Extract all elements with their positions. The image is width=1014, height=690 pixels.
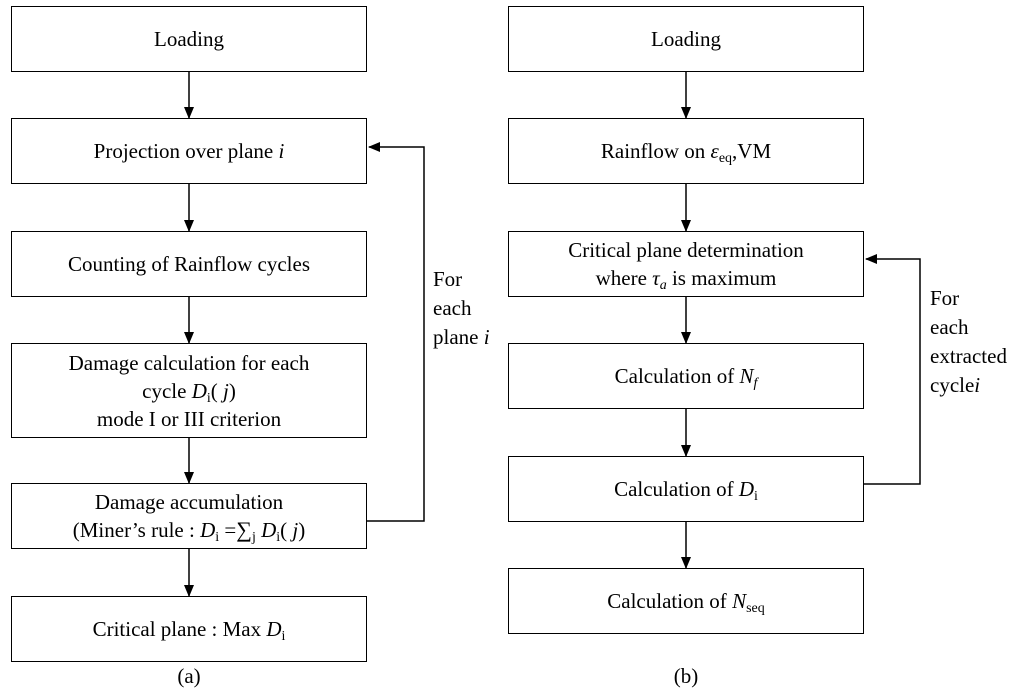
caption-b: (b)	[673, 664, 699, 688]
a-loading-label: Loading	[154, 27, 224, 51]
b-loop-line2: each	[930, 315, 969, 339]
b-nseq-label: Calculation of Nseq	[607, 589, 765, 616]
b-loop-line1: For	[930, 286, 960, 310]
a-projection-box: Projection over plane i	[11, 118, 367, 184]
b-nf-label: Calculation of Nf	[614, 364, 758, 391]
b-nseq-box: Calculation of Nseq	[508, 568, 864, 634]
a-projection-label: Projection over plane i	[93, 139, 285, 163]
a-damage-calc-line2: cycle Di( j)	[142, 378, 236, 406]
a-loop-line1: For	[433, 267, 463, 291]
b-critical-plane-box: Critical plane determination where τa is…	[508, 231, 864, 297]
caption-a: (a)	[177, 664, 201, 688]
a-loop-line3: plane i	[433, 325, 490, 349]
a-critical-label: Critical plane : Max Di	[92, 617, 286, 644]
b-loop-line4: cyclei	[930, 373, 981, 397]
a-damage-calc-box: Damage calculation for each cycle Di( j)…	[11, 343, 367, 438]
b-rainflow-label: Rainflow on εeq,VM	[600, 139, 772, 166]
b-nf-box: Calculation of Nf	[508, 343, 864, 409]
a-damage-calc-line1: Damage calculation for each	[68, 350, 310, 375]
a-loop-label: For each plane i	[433, 265, 490, 352]
loop-a-feedback	[367, 142, 425, 522]
b-loading-label: Loading	[651, 27, 721, 51]
b-rainflow-box: Rainflow on εeq,VM	[508, 118, 864, 184]
b-critical-plane-line1: Critical plane determination	[568, 238, 804, 262]
a-accumulation-line1: Damage accumulation	[94, 490, 284, 514]
a-counting-box: Counting of Rainflow cycles	[11, 231, 367, 297]
b-di-label: Calculation of Di	[614, 477, 758, 504]
b-loading-box: Loading	[508, 6, 864, 72]
a-loading-box: Loading	[11, 6, 367, 72]
b-loop-label: For each extracted cyclei	[930, 284, 1007, 400]
a-damage-calc-line3: mode I or III criterion	[96, 406, 282, 431]
a-loop-line2: each	[433, 296, 472, 320]
a-accumulation-box: Damage accumulation (Miner’s rule : Di =…	[11, 483, 367, 549]
b-loop-line3: extracted	[930, 344, 1007, 368]
a-accumulation-line2: (Miner’s rule : Di =∑j Di( j)	[72, 517, 306, 545]
b-di-box: Calculation of Di	[508, 456, 864, 522]
b-critical-plane-line2: where τa is maximum	[595, 266, 777, 293]
a-critical-box: Critical plane : Max Di	[11, 596, 367, 662]
a-counting-label: Counting of Rainflow cycles	[67, 252, 311, 276]
loop-b-feedback	[864, 254, 921, 485]
